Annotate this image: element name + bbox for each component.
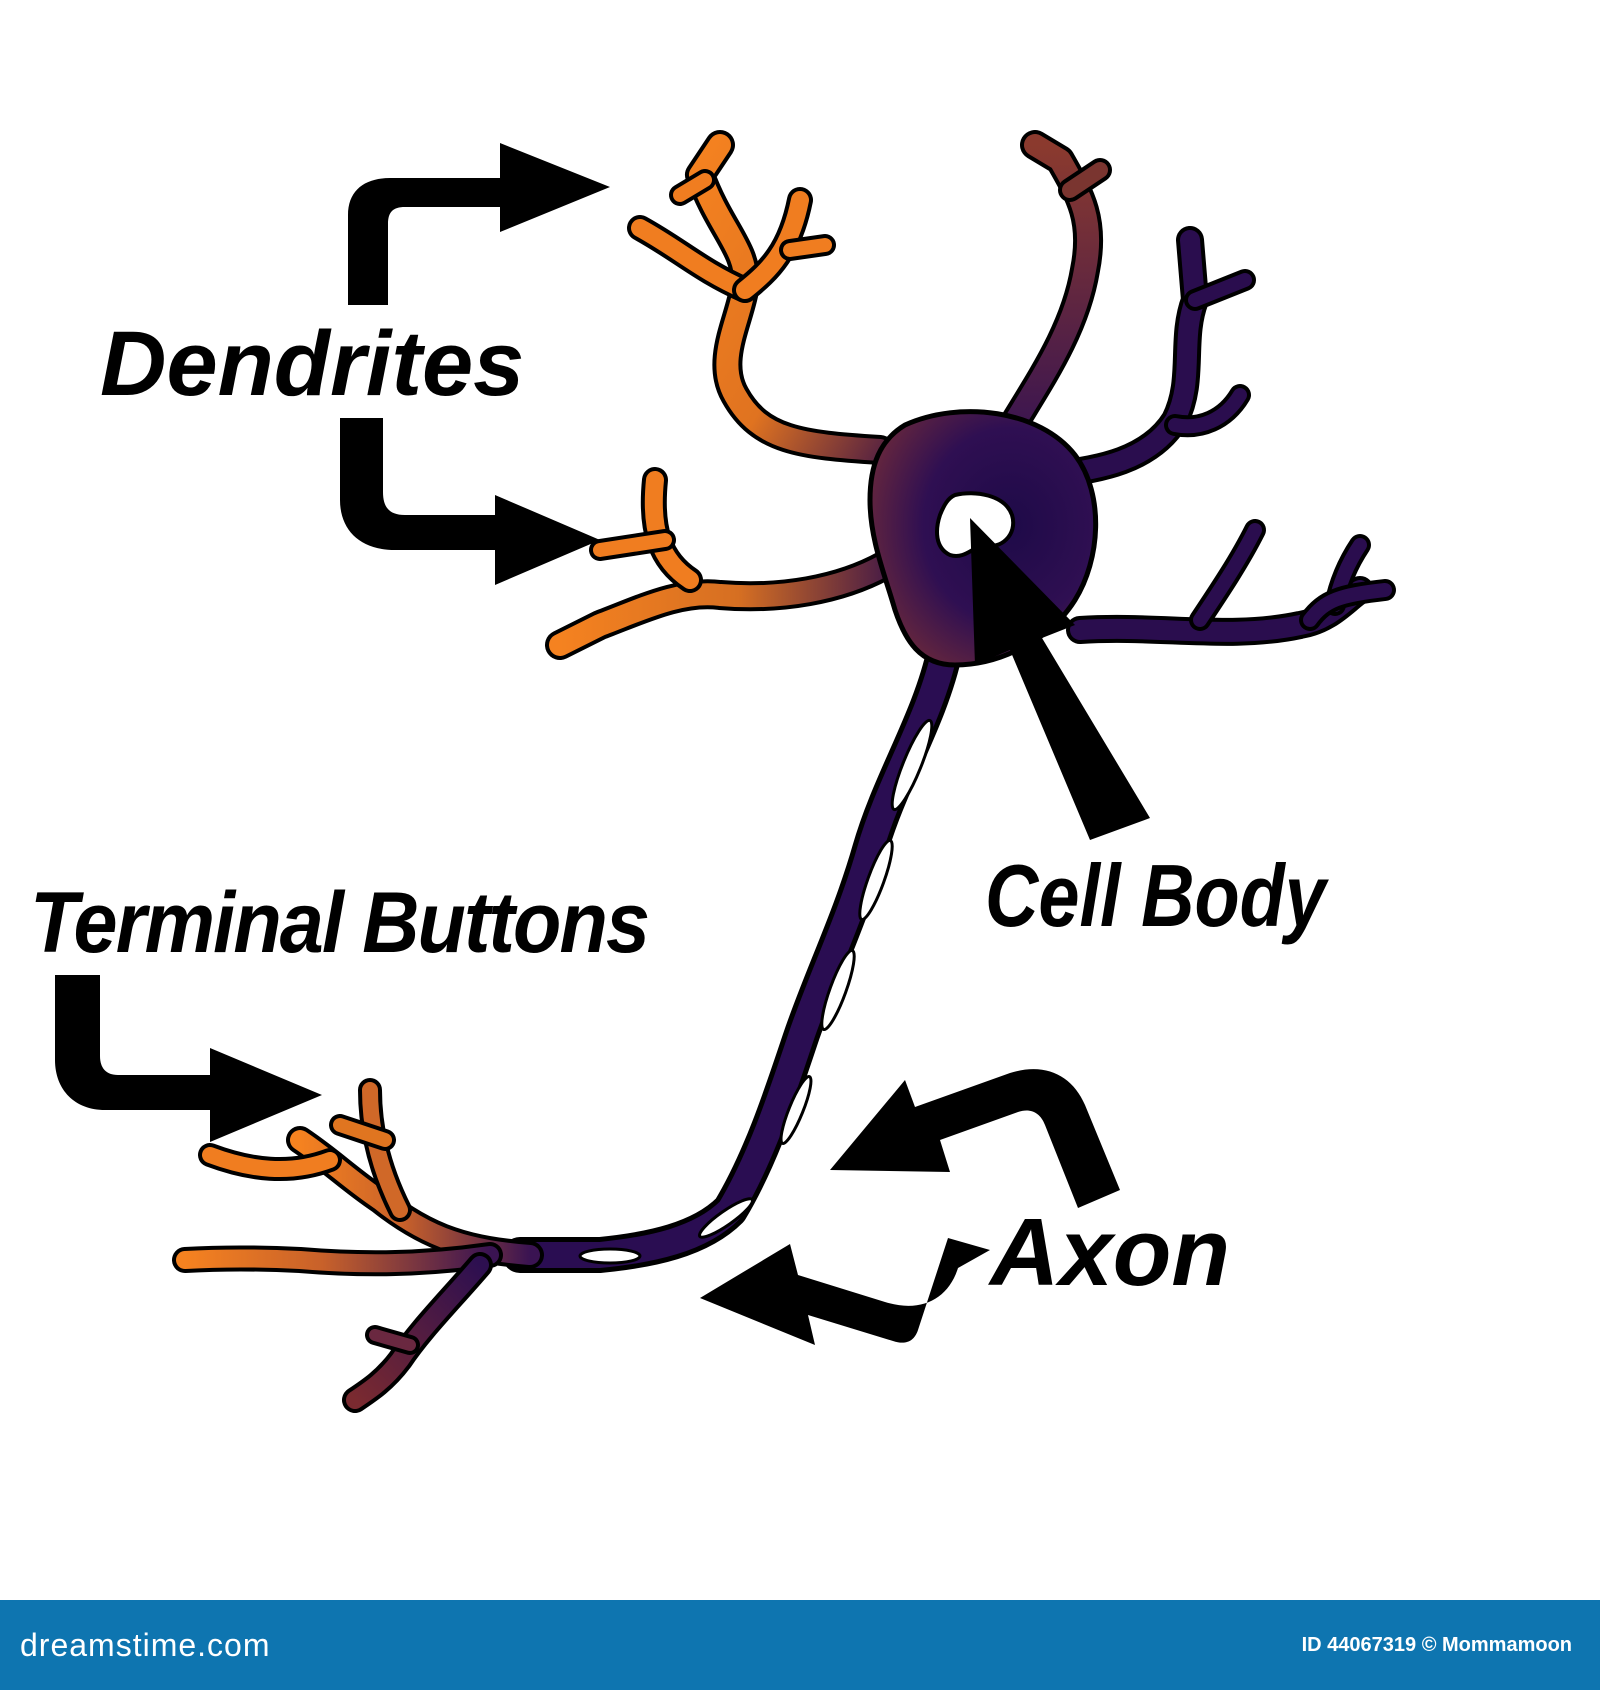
label-axon: Axon <box>990 1199 1230 1306</box>
dendrite-left-upper <box>627 130 895 465</box>
axon-arrows <box>700 1069 1120 1345</box>
arrow-to-cell-body-icon <box>970 518 1150 840</box>
arrow-to-lower-dendrites-icon <box>340 418 600 585</box>
arrow-to-upper-dendrites-icon <box>348 143 610 305</box>
label-cell-body: Cell Body <box>985 846 1326 945</box>
terminal-branches <box>172 1078 544 1413</box>
arrow-to-terminal-buttons-icon <box>55 975 322 1142</box>
arrow-to-axon-upper-icon <box>830 1069 1120 1208</box>
dendrite-left-lower <box>545 467 900 660</box>
footer-brand: dreamstime.com <box>20 1626 271 1663</box>
footer-credit: ID 44067319 © Mommamoon <box>1301 1633 1572 1656</box>
neuron-illustration <box>55 130 1396 1413</box>
dendrite-top <box>995 130 1112 445</box>
arrow-to-axon-lower-icon <box>700 1238 990 1345</box>
label-terminal-buttons: Terminal Buttons <box>30 875 650 971</box>
axon-illustration <box>502 632 963 1273</box>
footer-bar: dreamstime.com ID 44067319 © Mommamoon <box>0 1600 1600 1690</box>
label-dendrites: Dendrites <box>100 313 525 415</box>
dendrite-right <box>1036 226 1396 646</box>
dendrites-arrows <box>340 143 610 585</box>
